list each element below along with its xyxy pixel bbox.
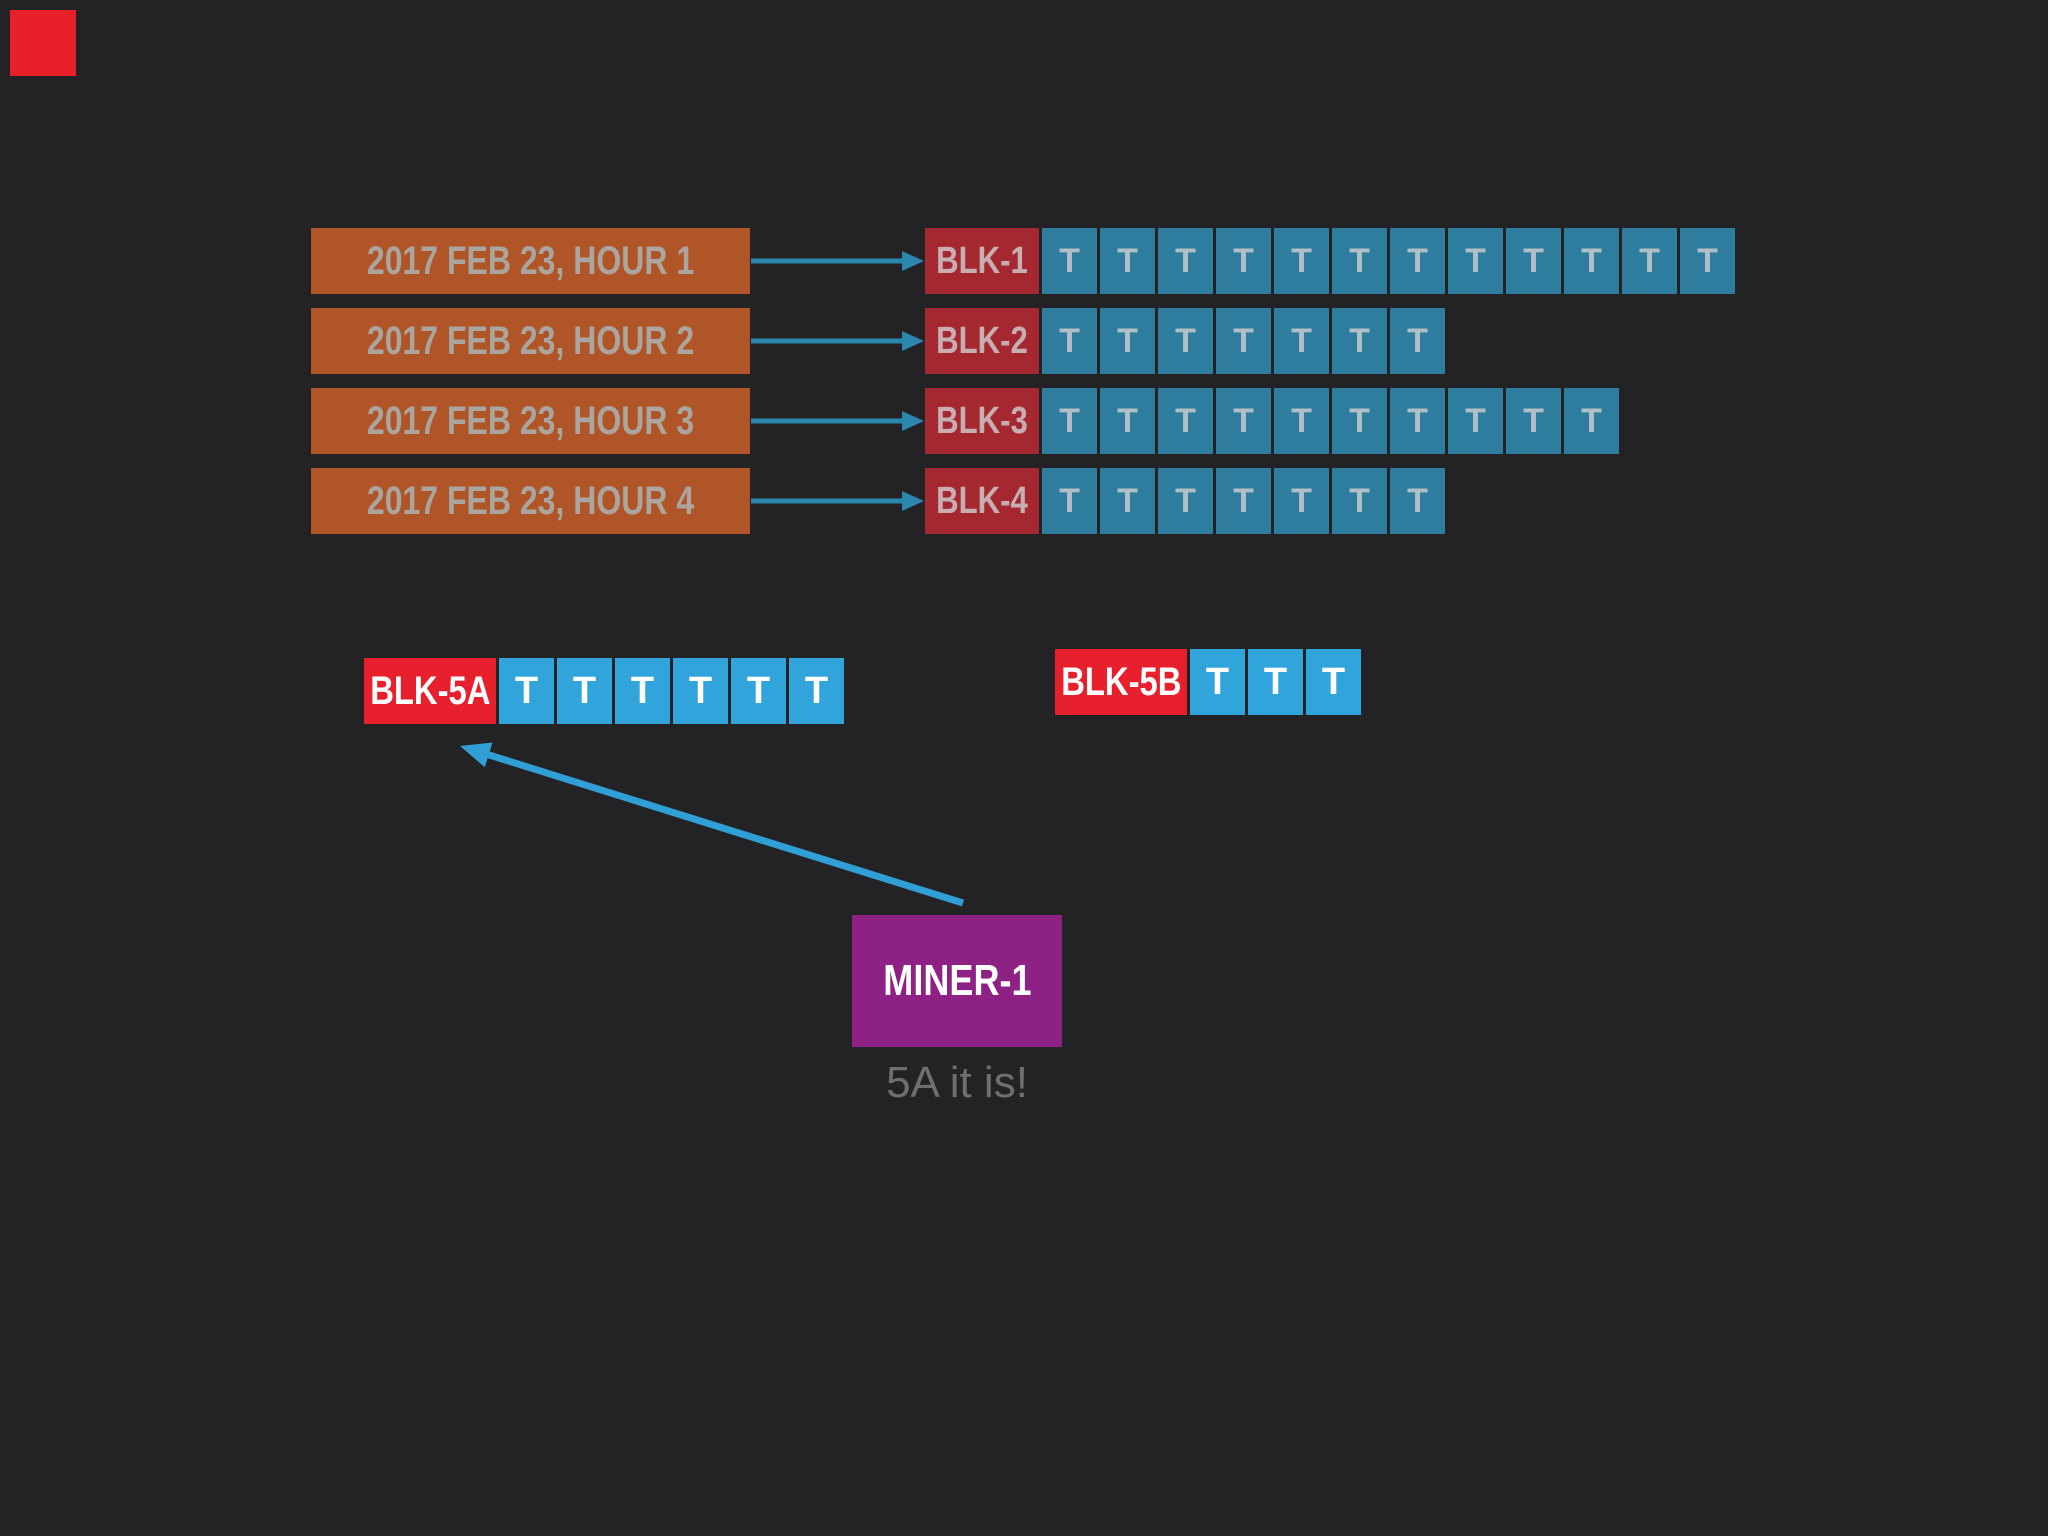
transaction-cell: T (1158, 308, 1213, 374)
fork-transaction-cell: T (731, 658, 786, 724)
transaction-cell: T (1042, 308, 1097, 374)
fork-transaction-cell: T (789, 658, 844, 724)
block-header-box: BLK-4 (925, 468, 1039, 534)
block-header-label: BLK-4 (936, 479, 1028, 522)
transaction-cell: T (1332, 228, 1387, 294)
transaction-cell: T (1100, 468, 1155, 534)
hour-source-label: 2017 FEB 23, HOUR 3 (366, 398, 695, 443)
fork-transaction-cell: T (1248, 649, 1303, 715)
transaction-cell: T (1622, 228, 1677, 294)
fork-transaction-cell: T (1190, 649, 1245, 715)
miner-label: MINER-1 (882, 956, 1032, 1005)
block-header-box: BLK-3 (925, 388, 1039, 454)
hour-to-block-arrow (751, 331, 924, 351)
transaction-cell: T (1506, 228, 1561, 294)
transaction-cell: T (1216, 388, 1271, 454)
transaction-cell: T (1564, 228, 1619, 294)
transaction-cell: T (1158, 388, 1213, 454)
hour-source-bar: 2017 FEB 23, HOUR 1 (311, 228, 750, 294)
fork-block-box: BLK-5B (1055, 649, 1187, 715)
corner-red-square (10, 10, 76, 76)
fork-transaction-cell: T (499, 658, 554, 724)
transaction-cell: T (1506, 388, 1561, 454)
hour-source-bar: 2017 FEB 23, HOUR 4 (311, 468, 750, 534)
transaction-cell: T (1390, 388, 1445, 454)
transaction-cell: T (1390, 308, 1445, 374)
transaction-cell: T (1448, 228, 1503, 294)
hour-source-label: 2017 FEB 23, HOUR 1 (366, 238, 695, 283)
fork-block-box: BLK-5A (364, 658, 496, 724)
transaction-cell: T (1390, 468, 1445, 534)
fork-transaction-cell: T (1306, 649, 1361, 715)
hour-source-bar: 2017 FEB 23, HOUR 3 (311, 388, 750, 454)
transaction-cell: T (1158, 468, 1213, 534)
fork-transaction-cell: T (673, 658, 728, 724)
hour-to-block-arrow (751, 251, 924, 271)
fork-transaction-cell: T (615, 658, 670, 724)
block-header-label: BLK-2 (936, 319, 1028, 362)
block-header-label: BLK-1 (936, 239, 1028, 282)
transaction-cell: T (1390, 228, 1445, 294)
transaction-cell: T (1332, 308, 1387, 374)
hour-source-label: 2017 FEB 23, HOUR 4 (366, 478, 695, 523)
block-header-box: BLK-1 (925, 228, 1039, 294)
transaction-cell: T (1332, 388, 1387, 454)
transaction-cell: T (1100, 228, 1155, 294)
block-header-box: BLK-2 (925, 308, 1039, 374)
fork-block-label: BLK-5A (369, 668, 491, 713)
transaction-cell: T (1274, 228, 1329, 294)
hour-to-block-arrow (751, 411, 924, 431)
transaction-cell: T (1448, 388, 1503, 454)
hour-source-label: 2017 FEB 23, HOUR 2 (366, 318, 695, 363)
transaction-cell: T (1042, 228, 1097, 294)
miner-box: MINER-1 (852, 915, 1062, 1047)
transaction-cell: T (1100, 308, 1155, 374)
transaction-cell: T (1100, 388, 1155, 454)
transaction-cell: T (1274, 308, 1329, 374)
transaction-cell: T (1042, 468, 1097, 534)
fork-block-label: BLK-5B (1060, 659, 1182, 704)
hour-source-bar: 2017 FEB 23, HOUR 2 (311, 308, 750, 374)
transaction-cell: T (1216, 228, 1271, 294)
fork-transaction-cell: T (557, 658, 612, 724)
transaction-cell: T (1216, 308, 1271, 374)
transaction-cell: T (1042, 388, 1097, 454)
transaction-cell: T (1564, 388, 1619, 454)
transaction-cell: T (1158, 228, 1213, 294)
transaction-cell: T (1680, 228, 1735, 294)
hour-to-block-arrow (751, 491, 924, 511)
transaction-cell: T (1332, 468, 1387, 534)
miner-caption: 5A it is! (886, 1058, 1028, 1107)
transaction-cell: T (1216, 468, 1271, 534)
transaction-cell: T (1274, 388, 1329, 454)
block-header-label: BLK-3 (936, 399, 1028, 442)
transaction-cell: T (1274, 468, 1329, 534)
